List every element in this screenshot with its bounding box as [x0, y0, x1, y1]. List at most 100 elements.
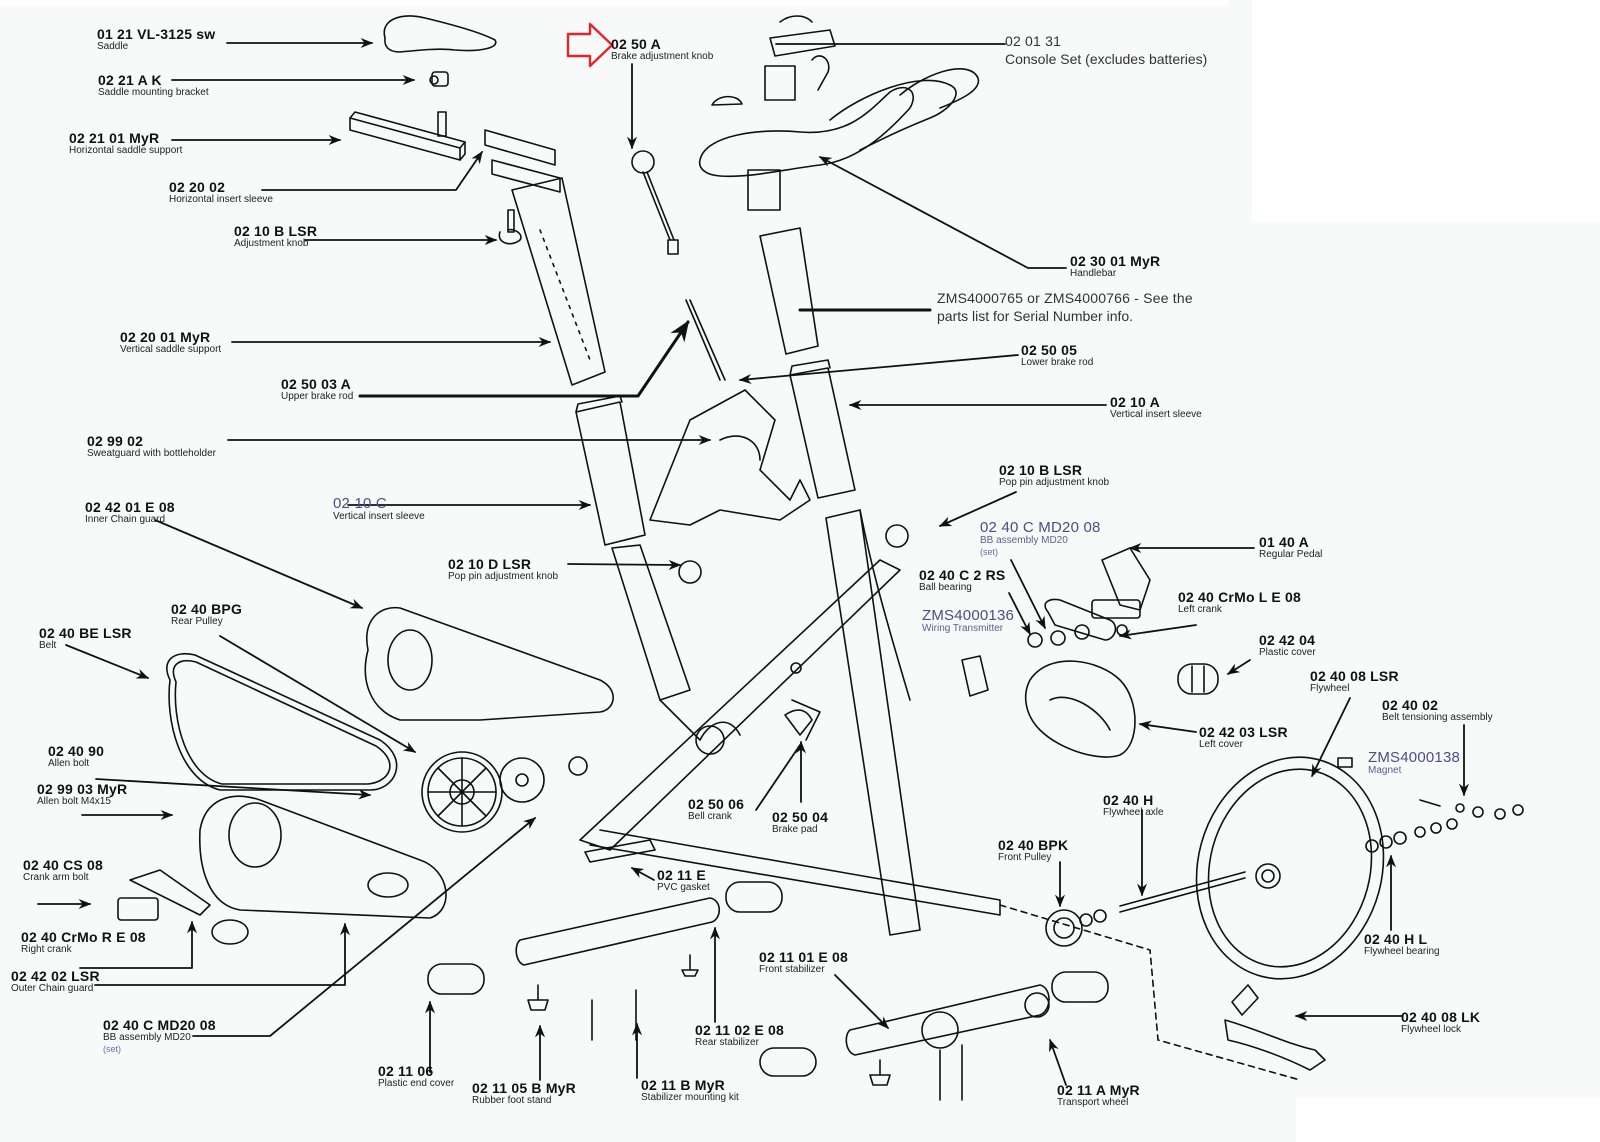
part-desc: Wiring Transmitter: [922, 623, 1004, 634]
part-code: ZMS4000136: [922, 607, 1015, 624]
horizontal-insert-sleeve-part: [484, 129, 561, 193]
brake-knob-part: [631, 150, 675, 241]
right-crank-part: [117, 869, 211, 921]
handlebar-part: [698, 68, 980, 211]
part-desc: Adjustment knob: [234, 238, 309, 249]
part-code: 02 11 06: [378, 1063, 434, 1079]
part-desc: Belt: [39, 640, 57, 651]
part-code: 02 11 B MyR: [641, 1077, 725, 1093]
part-desc: Allen bolt: [48, 758, 90, 769]
left-pedal-part: [1091, 547, 1151, 619]
part-desc: Left crank: [1178, 604, 1222, 615]
part-code: 02 42 03 LSR: [1199, 724, 1288, 740]
part-code: 02 01 31: [1005, 33, 1062, 49]
part-code: 02 40 08 LK: [1401, 1009, 1481, 1025]
saddle-bracket-part: [429, 71, 449, 87]
part-code: 02 40 CS 08: [23, 857, 104, 873]
part-code: 02 50 A: [611, 36, 661, 52]
part-code: 02 11 05 B MyR: [472, 1080, 576, 1096]
part-desc: Flywheel bearing: [1364, 946, 1440, 957]
part-desc: Pop pin adjustment knob: [448, 571, 559, 582]
part-desc: Console Set (excludes batteries): [1005, 51, 1208, 67]
part-code: 02 40 H: [1103, 792, 1154, 808]
callout-console-set[interactable]: 02 01 31 Console Set (excludes batteries): [1005, 34, 1207, 66]
part-code: 02 40 BPG: [171, 601, 243, 617]
part-code: 02 40 08 LSR: [1310, 668, 1399, 684]
flywheel-lock-part: [1224, 984, 1326, 1071]
adjustment-knob-part: [498, 209, 522, 245]
end-cover-2-part: [725, 881, 783, 913]
hub-part: [499, 756, 588, 803]
flywheel-axle-part: [1119, 871, 1246, 913]
part-desc: Flywheel axle: [1103, 807, 1164, 818]
belt-part: [166, 653, 398, 791]
part-desc: Vertical saddle support: [120, 344, 222, 355]
part-code: 02 40 BE LSR: [39, 625, 132, 641]
part-desc: Bell crank: [688, 811, 732, 822]
part-desc: Brake adjustment knob: [611, 51, 714, 62]
part-desc: Inner Chain guard: [85, 514, 166, 525]
part-code: ZMS4000138: [1368, 749, 1461, 766]
pop-pin-knob-part: [678, 560, 702, 584]
plastic-cover-part: [1177, 663, 1219, 695]
part-code: 02 40 02: [1382, 697, 1439, 713]
left-crank-part: [1044, 598, 1117, 641]
part-code: 02 21 A K: [98, 72, 162, 88]
part-code: 02 10 B LSR: [234, 223, 318, 239]
part-desc: Saddle: [97, 41, 129, 52]
part-code: 02 42 02 LSR: [11, 968, 100, 984]
inner-chain-guard-part: [364, 606, 614, 721]
part-desc: Lower brake rod: [1021, 357, 1094, 368]
part-desc: Right crank: [21, 944, 72, 955]
